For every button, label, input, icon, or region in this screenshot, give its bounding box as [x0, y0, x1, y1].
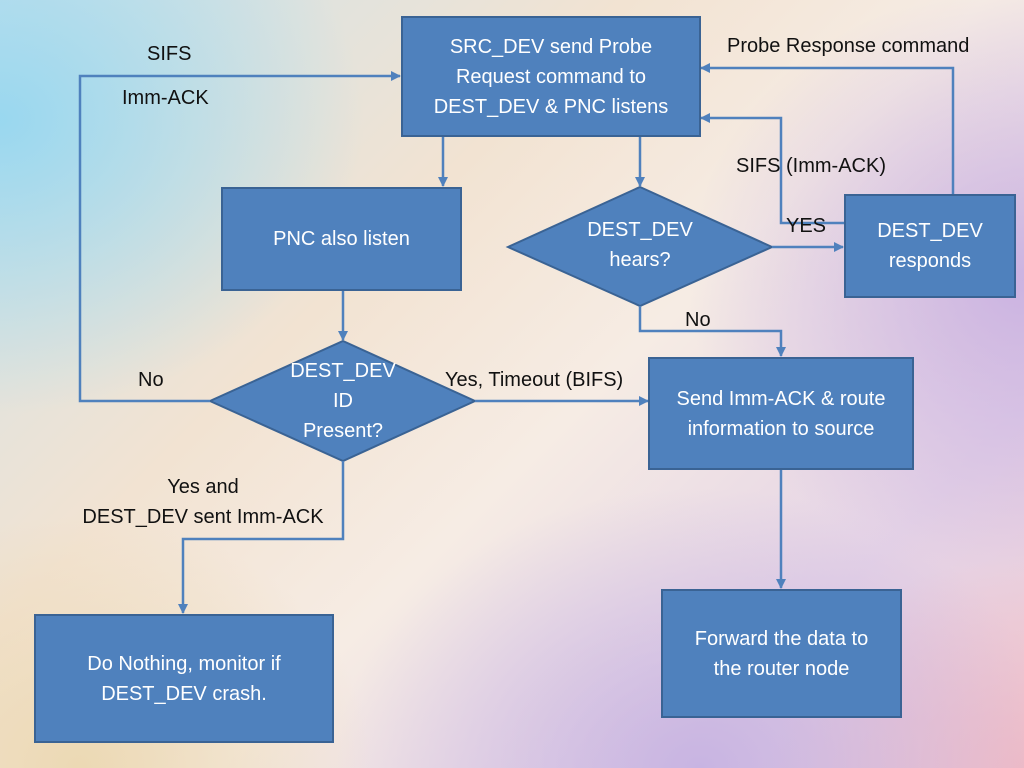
decision-dest-id-present-label: DEST_DEV ID Present?	[290, 360, 396, 442]
connector-sifs-imm-ack	[700, 113, 845, 225]
connector-yes-to-do-nothing	[178, 461, 345, 614]
connector-no-to-send-ack	[638, 306, 786, 357]
edge-label-no-left: No	[138, 369, 164, 391]
process-dest-responds: DEST_DEV responds	[844, 194, 1016, 298]
edge-label-sifs: SIFS	[147, 43, 192, 65]
process-src-send-probe: SRC_DEV send Probe Request command to DE…	[401, 16, 701, 137]
edge-label-yes: YES	[786, 215, 827, 237]
process-do-nothing: Do Nothing, monitor if DEST_DEV crash.	[34, 614, 334, 743]
connector-no-back-to-src	[78, 71, 401, 403]
connector-probe-response	[700, 63, 955, 195]
edge-label-imm-ack: Imm-ACK	[122, 87, 209, 109]
process-pnc-also-listen: PNC also listen	[221, 187, 462, 291]
edge-label-no-right: No	[685, 309, 711, 331]
decision-dest-hears-label: DEST_DEV hears?	[587, 219, 693, 271]
process-forward-data: Forward the data to the router node	[661, 589, 902, 718]
edge-label-yes-timeout: Yes, Timeout (BIFS)	[445, 369, 624, 391]
edge-label-probe-response: Probe Response command	[727, 35, 970, 57]
process-send-imm-ack: Send Imm-ACK & route information to sour…	[648, 357, 914, 470]
edge-label-sifs-imm-ack: SIFS (Imm-ACK)	[736, 155, 886, 177]
edge-label-yes-and-sent: Yes and DEST_DEV sent Imm-ACK	[82, 476, 324, 528]
